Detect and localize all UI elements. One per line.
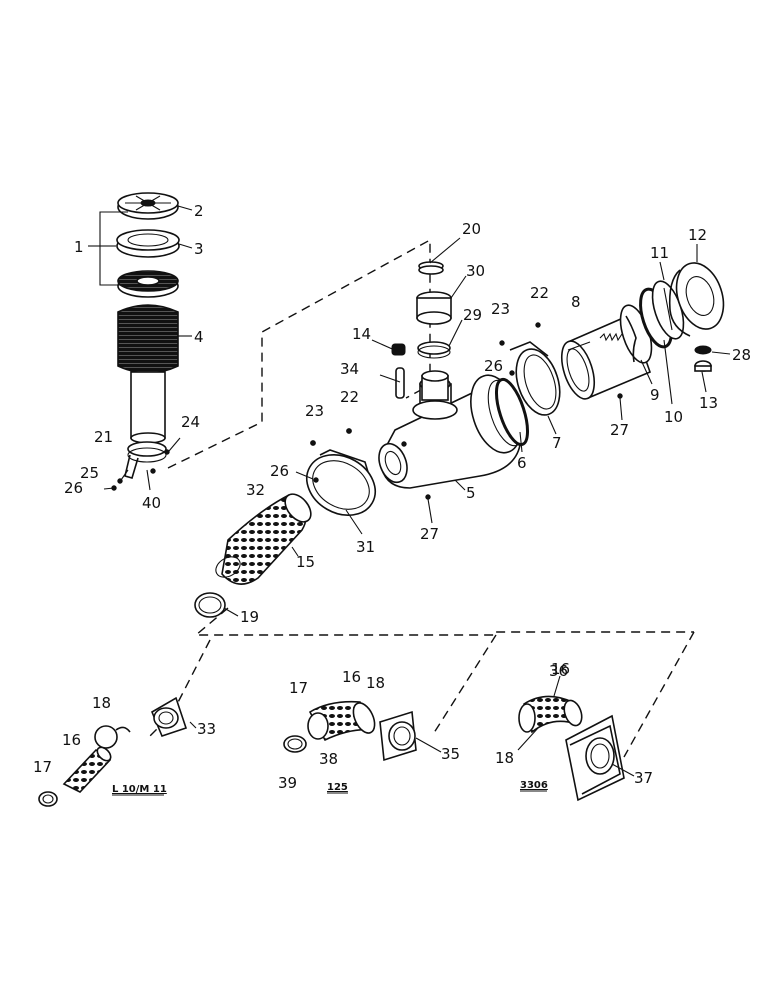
part-number: 7 (552, 434, 562, 452)
part-number: 24 (181, 413, 200, 431)
part-number: 23 (491, 300, 510, 318)
part-number: 29 (463, 306, 482, 324)
part-number: 27 (610, 421, 629, 439)
part-number: 18 (366, 674, 385, 692)
part-number: 21 (94, 428, 113, 446)
part-number: 23 (305, 402, 324, 420)
part-number: 20 (462, 220, 481, 238)
part-number: 8 (571, 293, 581, 311)
part-number: 37 (634, 769, 653, 787)
part-number: 39 (278, 774, 297, 792)
part-number: 26 (484, 357, 503, 375)
clamp-and-hose (194, 449, 376, 618)
variant-label-l10-m11: L 10/M 11 (112, 784, 167, 795)
part-number: 38 (319, 750, 338, 768)
part-number: 35 (441, 745, 460, 763)
part-number: 22 (530, 284, 549, 302)
variant-125 (283, 700, 417, 762)
variant-l10-m11 (38, 696, 188, 807)
variant-labels: L 10/M 11 125 3306 (112, 780, 548, 796)
part-number: 5 (466, 484, 476, 502)
part-number: 17 (33, 758, 52, 776)
part-number: 36 (549, 662, 568, 680)
part-number: 16 (62, 731, 81, 749)
part-number-labels: 1 2 3 4 5 6 7 8 9 10 11 12 13 14 15 16 1… (33, 202, 751, 792)
part-number: 27 (420, 525, 439, 543)
part-number: 28 (732, 346, 751, 364)
part-number: 32 (246, 481, 265, 499)
part-number: 14 (352, 325, 371, 343)
variant-label-125: 125 (327, 782, 348, 793)
part-number: 6 (517, 454, 527, 472)
part-number: 11 (650, 244, 669, 262)
part-number: 18 (92, 694, 111, 712)
variant-label-3306: 3306 (520, 780, 548, 791)
part-number: 3 (194, 240, 204, 258)
part-number: 12 (688, 226, 707, 244)
part-number: 26 (64, 479, 83, 497)
part-number: 9 (650, 386, 660, 404)
part-number: 31 (356, 538, 375, 556)
precleaner-assembly (99, 192, 181, 491)
part-number: 19 (240, 608, 259, 626)
part-number: 25 (80, 464, 99, 482)
part-number: 16 (551, 660, 570, 678)
outlet-stack (310, 261, 452, 446)
part-number: 33 (197, 720, 216, 738)
part-number: 40 (142, 494, 161, 512)
part-number: 17 (289, 679, 308, 697)
part-number: 15 (296, 553, 315, 571)
variant-3306 (518, 695, 625, 802)
part-number: 34 (340, 360, 359, 378)
part-number: 16 (342, 668, 361, 686)
part-number: 2 (194, 202, 204, 220)
filter-cartridge-group (499, 262, 725, 416)
part-number: 1 (74, 238, 84, 256)
part-number: 22 (340, 388, 359, 406)
part-number: 30 (466, 262, 485, 280)
part-number: 18 (495, 749, 514, 767)
part-number: 10 (664, 408, 683, 426)
leader-lines (88, 205, 731, 777)
part-number: 26 (270, 462, 289, 480)
part-number: 4 (194, 328, 204, 346)
part-number: 13 (699, 394, 718, 412)
